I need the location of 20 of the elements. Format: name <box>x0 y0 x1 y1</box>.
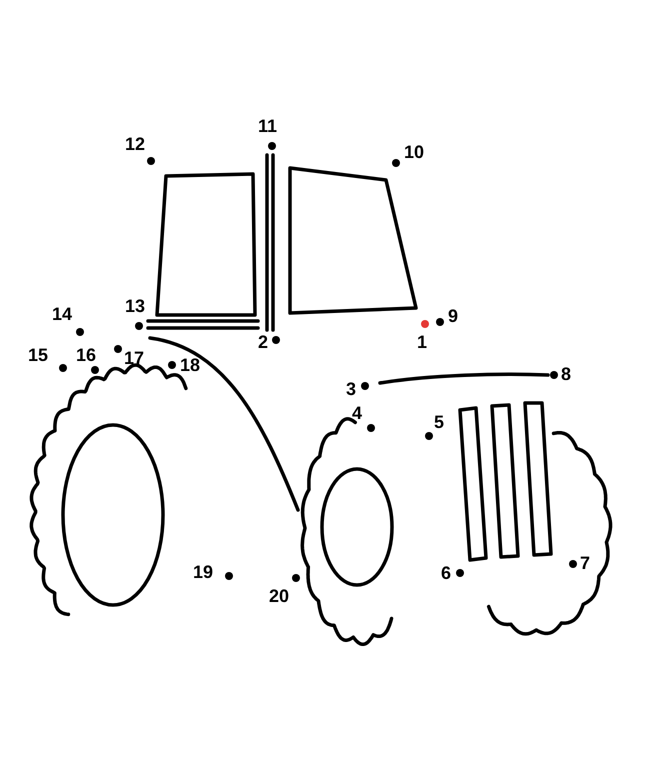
dot-number: 15 <box>28 346 48 364</box>
dot-number: 14 <box>52 305 72 323</box>
dot-number: 18 <box>180 356 200 374</box>
dot-number: 16 <box>76 346 96 364</box>
dot-number: 12 <box>125 135 146 153</box>
dot-number: 3 <box>346 380 356 398</box>
dot-number: 11 <box>258 117 278 135</box>
dot-number: 5 <box>434 413 444 431</box>
dot-number: 20 <box>269 587 290 605</box>
dot-number: 1 <box>417 333 428 351</box>
dot-number: 8 <box>561 365 572 383</box>
dot-number: 13 <box>125 297 146 315</box>
dot-number: 4 <box>352 404 362 422</box>
dot-number: 2 <box>258 333 268 351</box>
dot-number: 17 <box>124 349 144 367</box>
dot-number: 9 <box>448 307 458 325</box>
dot-number: 19 <box>193 563 214 581</box>
dot-number: 6 <box>441 564 452 582</box>
dot-number: 10 <box>404 143 424 161</box>
dot-number: 7 <box>580 554 590 572</box>
